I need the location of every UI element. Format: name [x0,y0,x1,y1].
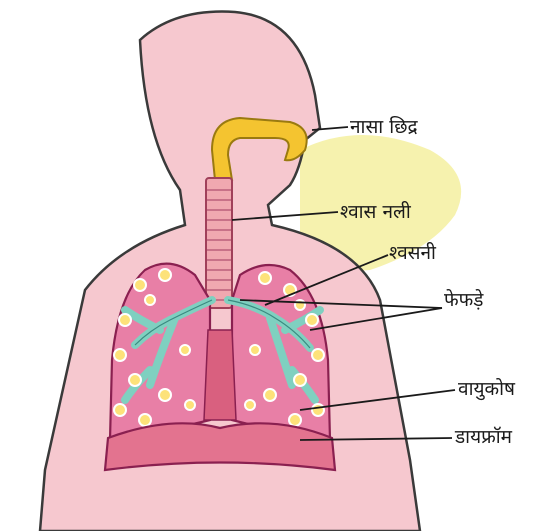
label-lungs: फेफड़े [444,291,483,310]
diaphragm [105,423,335,470]
label-windpipe: श्वास नली [340,203,411,222]
label-alveoli: वायुकोष [458,380,515,399]
heart-region [204,330,236,420]
label-nostril: नासा छिद्र [350,118,418,137]
trachea [206,178,232,308]
label-bronchi: श्वसनी [389,244,436,263]
label-diaphragm: डायफ्रॉम [455,428,512,447]
